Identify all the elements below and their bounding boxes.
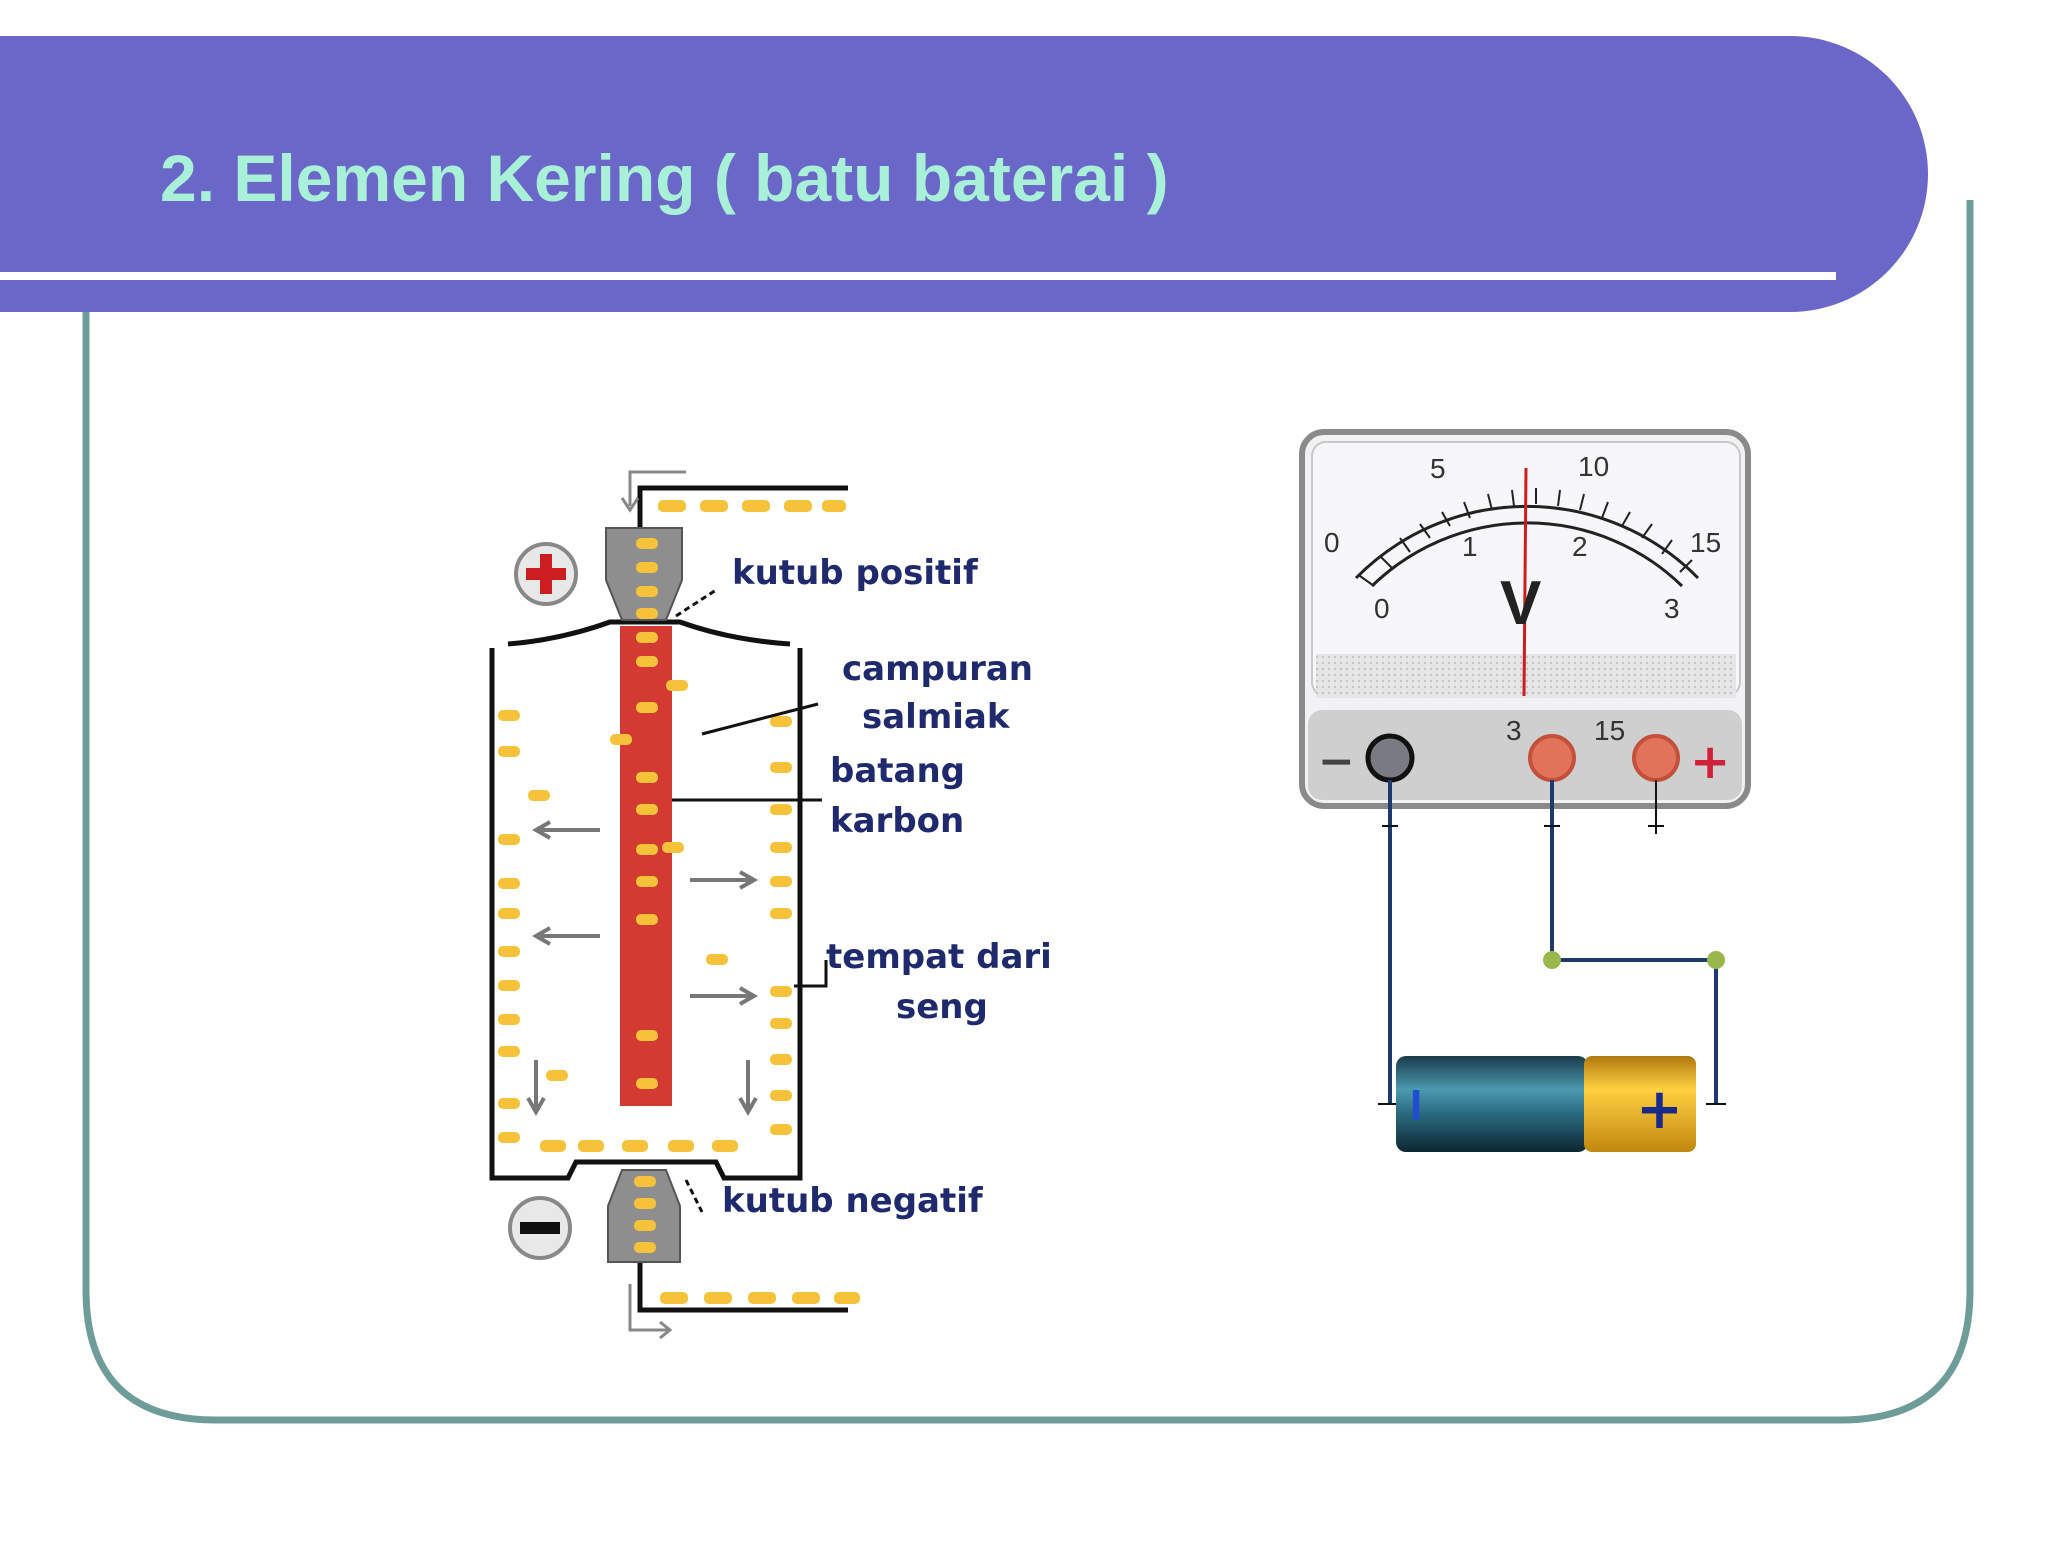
label-rod-line2: karbon <box>830 801 964 841</box>
dry-cell-diagram: kutub positif campuran salmiak batang ka… <box>489 470 1052 1340</box>
wire-ticks <box>1378 780 1726 1105</box>
electron-dots <box>498 500 860 1304</box>
upper-scale-10: 10 <box>1578 451 1609 482</box>
wires <box>1388 780 1718 1104</box>
lower-scale-0: 0 <box>1374 593 1390 624</box>
lower-scale-1: 1 <box>1462 531 1478 562</box>
label-positive-terminal: kutub positif <box>732 553 979 593</box>
terminal-3-label: 3 <box>1506 715 1522 746</box>
negative-terminal-cap <box>607 1169 681 1263</box>
terminal-minus-sign: − <box>1318 736 1355 787</box>
needle <box>1522 467 1528 697</box>
minus-symbol <box>508 1196 572 1260</box>
label-zinc-line1: tempat dari <box>826 937 1052 977</box>
terminal-15 <box>1632 734 1680 782</box>
upper-scale-15: 15 <box>1690 527 1721 558</box>
lower-scale-2: 2 <box>1572 531 1588 562</box>
mirror-strip <box>1316 654 1736 698</box>
battery-plus-label: + <box>1636 1077 1683 1142</box>
ion-flow-arrows <box>526 820 759 1117</box>
label-mix-line1: campuran <box>842 649 1033 689</box>
upper-scale-5: 5 <box>1430 453 1446 484</box>
scale-ticks <box>1359 488 1693 587</box>
battery-minus-label: I <box>1410 1081 1422 1130</box>
slide-title: 2. Elemen Kering ( batu baterai ) <box>160 141 1169 215</box>
content-frame <box>82 200 1974 1424</box>
label-negative-terminal: kutub negatif <box>722 1181 984 1221</box>
terminal-3 <box>1528 734 1576 782</box>
leader-lines <box>672 588 828 1213</box>
positive-terminal-cap <box>605 527 683 621</box>
battery-cap <box>1584 1056 1696 1152</box>
upper-scale-0: 0 <box>1324 527 1340 558</box>
lower-scale-3: 3 <box>1664 593 1680 624</box>
terminal-plus-sign: + <box>1690 734 1730 790</box>
label-mix-line2: salmiak <box>862 697 1011 737</box>
terminal-common <box>1365 733 1415 783</box>
terminal-15-label: 15 <box>1594 715 1625 746</box>
label-zinc-line2: seng <box>896 987 988 1027</box>
label-rod-line1: batang <box>830 751 965 791</box>
plus-symbol <box>514 542 578 606</box>
voltmeter-circuit: 0 5 10 15 0 1 2 3 V − 3 15 + <box>1299 429 1751 1152</box>
unit-v: V <box>1500 569 1541 638</box>
terminal-panel <box>1308 710 1742 800</box>
battery-body <box>1396 1056 1588 1152</box>
header-bar <box>0 36 1928 312</box>
